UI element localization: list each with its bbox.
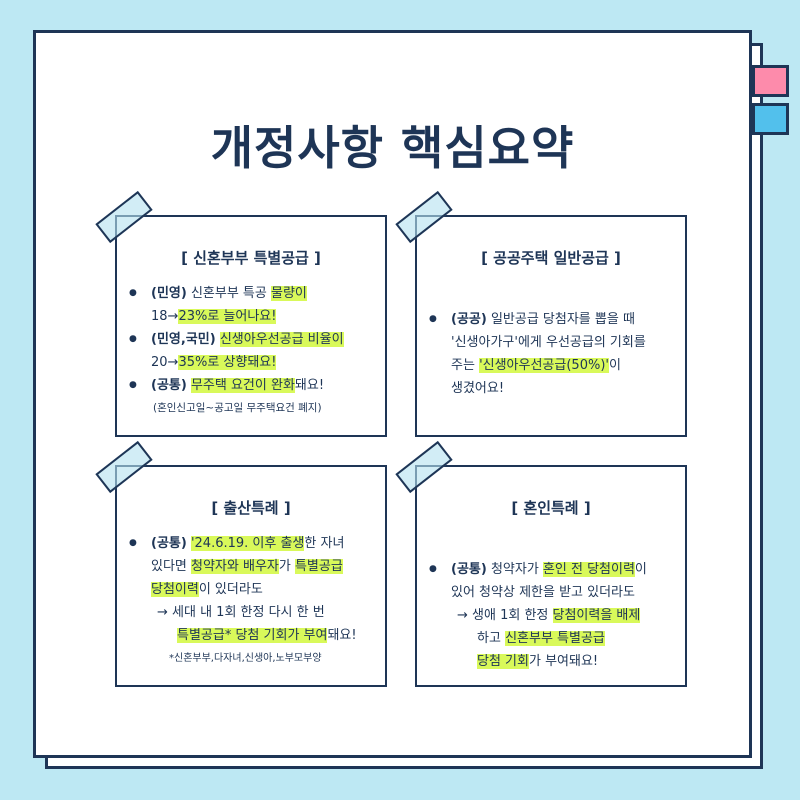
highlighted-text: '신생아우선공급(50%)' xyxy=(479,358,609,373)
category-label: (공공) xyxy=(451,312,487,327)
text-line: 18→23%로 늘어나요! xyxy=(129,305,385,328)
highlighted-text: 당첨 기회 xyxy=(477,654,529,669)
pink-index-tab xyxy=(752,65,789,97)
text-segment: 하고 xyxy=(477,631,506,646)
text-line: 있다면 청약자와 배우자가 특별공급 xyxy=(129,555,385,578)
highlighted-text: 당첨이력 xyxy=(151,582,199,597)
text-segment: 돼요! xyxy=(327,628,357,643)
bullet-line: (공통) 무주택 요건이 완화돼요! xyxy=(129,374,385,397)
text-segment: 이 xyxy=(608,358,621,373)
page-title: 개정사항 핵심요약 xyxy=(210,121,575,175)
text-segment: (혼인신고일~공고일 무주택요건 폐지) xyxy=(153,402,322,414)
text-line: (혼인신고일~공고일 무주택요건 폐지) xyxy=(129,397,385,420)
card-title: [ 신혼부부 특별공급 ] xyxy=(181,249,321,267)
highlighted-text: '24.6.19. 이후 출생 xyxy=(190,536,305,551)
card-title: [ 혼인특례 ] xyxy=(511,499,591,517)
card-title: [ 공공주택 일반공급 ] xyxy=(481,249,621,267)
text-segment: → 세대 내 1회 한정 다시 한 번 xyxy=(157,605,325,620)
text-segment: 20→ xyxy=(151,355,179,370)
text-segment: 있어 청약상 제한을 받고 있더라도 xyxy=(451,585,635,600)
highlighted-text: 무주택 요건이 완화 xyxy=(190,378,295,393)
text-line: *신혼부부,다자녀,신생아,노부모부양 xyxy=(129,647,385,670)
text-segment: 신혼부부 특공 xyxy=(186,286,271,301)
category-label: (공통) xyxy=(451,562,487,577)
highlighted-text: 물량이 xyxy=(270,286,307,301)
category-label: (민영) xyxy=(151,286,187,301)
text-segment: 한 자녀 xyxy=(304,536,345,551)
text-line: 특별공급* 당첨 기회가 부여돼요! xyxy=(129,624,385,647)
highlighted-text: 특별공급 xyxy=(294,559,343,574)
text-segment: 이 xyxy=(634,562,647,577)
text-segment: → 생애 1회 한정 xyxy=(457,608,553,623)
text-segment: 청약자가 xyxy=(486,562,543,577)
text-segment: 일반공급 당첨자를 뽑을 때 xyxy=(486,312,635,327)
highlighted-text: 신생아우선공급 비율이 xyxy=(219,332,344,347)
text-segment: '신생아가구'에게 우선공급의 기회를 xyxy=(451,335,646,350)
text-segment: 가 부여돼요! xyxy=(528,654,599,669)
highlighted-text: 당첨이력을 배제 xyxy=(552,608,641,623)
text-segment: 주는 xyxy=(451,358,480,373)
text-segment: 생겼어요! xyxy=(451,381,505,396)
bullet-line: (공통) 청약자가 혼인 전 당첨이력이 xyxy=(429,558,685,581)
category-label: (민영,국민) xyxy=(151,332,216,347)
card-public-housing-general-supply: [ 공공주택 일반공급 ] (공공) 일반공급 당첨자를 뽑을 때 '신생아가구'… xyxy=(395,190,687,437)
text-line: '신생아가구'에게 우선공급의 기회를 xyxy=(429,331,685,354)
text-segment: *신혼부부,다자녀,신생아,노부모부양 xyxy=(169,653,322,664)
blue-index-tab xyxy=(752,103,789,135)
text-line: 생겼어요! xyxy=(429,377,685,400)
text-line: 하고 신혼부부 특별공급 xyxy=(429,627,685,650)
card-title: [ 출산특례 ] xyxy=(211,499,291,517)
card-lines: (공공) 일반공급 당첨자를 뽑을 때 '신생아가구'에게 우선공급의 기회를주는… xyxy=(417,308,685,400)
bullet-line: (공공) 일반공급 당첨자를 뽑을 때 xyxy=(429,308,685,331)
highlighted-text: 특별공급* 당첨 기회가 부여 xyxy=(177,628,328,643)
text-segment: 돼요! xyxy=(294,378,325,393)
text-segment: 이 있더라도 xyxy=(198,582,263,597)
highlighted-text: 혼인 전 당첨이력 xyxy=(542,562,635,577)
text-segment: 18→ xyxy=(151,309,179,324)
text-line: 당첨 기회가 부여돼요! xyxy=(429,650,685,673)
bullet-line: (민영,국민) 신생아우선공급 비율이 xyxy=(129,328,385,351)
bullet-line: (공통) '24.6.19. 이후 출생한 자녀 xyxy=(129,532,385,555)
highlighted-text: 23%로 늘어나요! xyxy=(178,309,277,324)
text-line: 20→35%로 상향돼요! xyxy=(129,351,385,374)
text-line: → 세대 내 1회 한정 다시 한 번 xyxy=(129,601,385,624)
text-line: 당첨이력이 있더라도 xyxy=(129,578,385,601)
text-line: 있어 청약상 제한을 받고 있더라도 xyxy=(429,581,685,604)
text-segment: 있다면 xyxy=(151,559,192,574)
text-line: 주는 '신생아우선공급(50%)'이 xyxy=(429,354,685,377)
bullet-line: (민영) 신혼부부 특공 물량이 xyxy=(129,282,385,305)
highlighted-text: 35%로 상향돼요! xyxy=(178,355,277,370)
text-segment: 가 xyxy=(278,559,295,574)
category-label: (공통) xyxy=(151,378,187,393)
highlighted-text: 신혼부부 특별공급 xyxy=(505,631,605,646)
text-line: → 생애 1회 한정 당첨이력을 배제 xyxy=(429,604,685,627)
highlighted-text: 청약자와 배우자 xyxy=(191,559,279,574)
category-label: (공통) xyxy=(151,536,187,551)
